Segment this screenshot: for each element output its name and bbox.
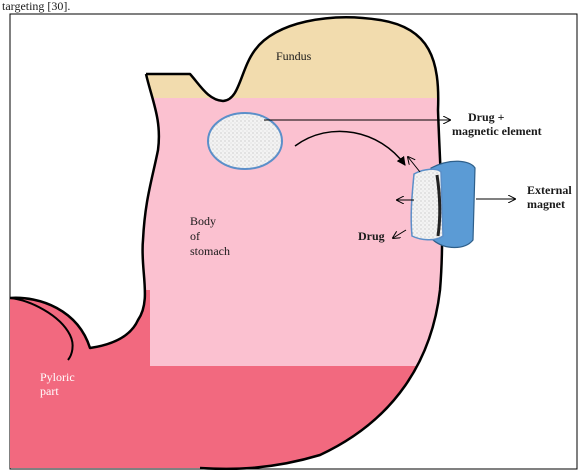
drug-magnetic-label-line2: magnetic element <box>452 124 542 138</box>
body-label-line3: stomach <box>190 244 230 258</box>
external-magnet-label-line2: magnet <box>527 197 565 211</box>
drug-magnetic-label-line1: Drug + <box>468 110 505 124</box>
pyloric-label-line2: part <box>40 384 59 398</box>
external-magnet-label-line1: External <box>527 183 572 197</box>
magnetic-particle <box>208 113 282 169</box>
body-label-line1: Body <box>190 214 216 228</box>
pyloric-label-line1: Pyloric <box>40 370 75 384</box>
header-caption: targeting [30]. <box>2 0 70 13</box>
body-label-line2: of <box>190 229 200 243</box>
fundus-label: Fundus <box>276 49 312 63</box>
drug-label: Drug <box>358 229 385 243</box>
